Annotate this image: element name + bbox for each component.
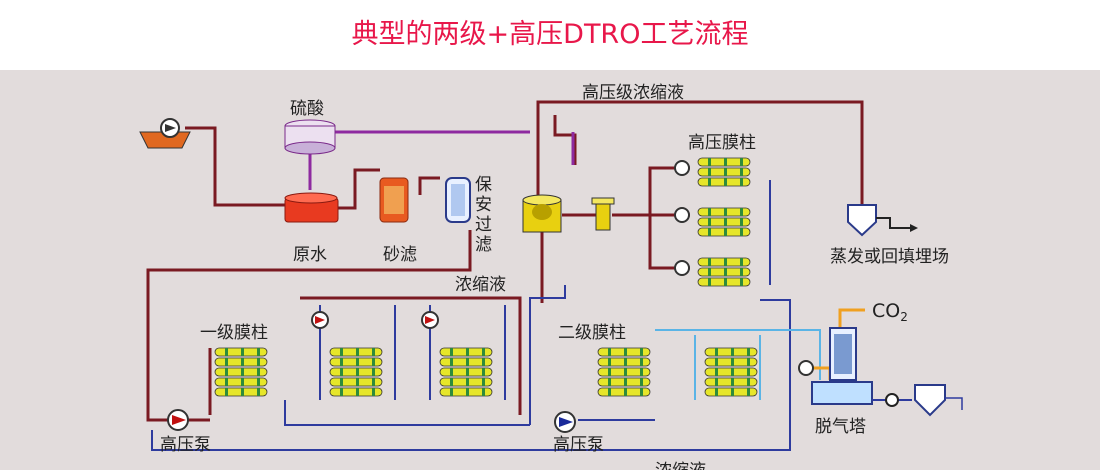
label-safety-filter-3: 过	[475, 215, 492, 235]
stage2-membrane-bank-1	[597, 347, 651, 397]
hp-membrane-bank-2	[697, 207, 751, 237]
label-hp-pump-1: 高压泵	[160, 435, 211, 455]
stage1-membrane-bank-3	[439, 347, 493, 397]
stage2-membrane-bank-2	[704, 347, 758, 397]
process-diagram: 硫酸 原水 砂滤 保 安 过 滤 高压级浓缩液 高压膜柱 蒸发或回填埋场 浓缩液…	[0, 70, 1100, 470]
label-safety-filter-2: 安	[475, 195, 492, 215]
label-evaporation: 蒸发或回填埋场	[830, 247, 949, 267]
diagram-title: 典型的两级+高压DTRO工艺流程	[351, 19, 749, 50]
raw-water-tank	[284, 192, 339, 223]
label-hp-membrane: 高压膜柱	[688, 133, 756, 153]
membrane-banks	[214, 157, 758, 397]
label-stage2-membrane: 二级膜柱	[558, 323, 626, 343]
safety-filter	[445, 177, 471, 223]
hp-feed-tank	[522, 194, 562, 233]
light-permeate-pipes	[655, 329, 821, 400]
label-raw-water: 原水	[293, 245, 327, 265]
feed-pump	[139, 118, 191, 149]
product-tank	[872, 384, 963, 417]
label-safety-filter-1: 保	[475, 175, 492, 195]
label-hp-pump-2: 高压泵	[553, 435, 604, 455]
hp-membrane-bank-3	[697, 257, 751, 287]
label-sulfuric-acid: 硫酸	[290, 99, 324, 119]
stage1-membrane-bank-2	[329, 347, 383, 397]
label-hp-concentrate: 高压级浓缩液	[582, 83, 684, 103]
hp-small-vessel	[591, 197, 615, 231]
label-concentrate-bottom: 浓缩液	[655, 461, 706, 470]
hp-pump-1	[167, 409, 189, 431]
degassing-tower	[811, 327, 873, 405]
hp-membrane-bank-1	[697, 157, 751, 187]
degassing-fan	[798, 360, 814, 376]
label-concentrate-top: 浓缩液	[455, 275, 506, 295]
label-degassing: 脱气塔	[815, 417, 866, 437]
stage1-membrane-bank-1	[214, 347, 268, 397]
label-sand-filter: 砂滤	[383, 245, 417, 265]
hp-booster-pumps	[674, 160, 690, 276]
sand-filter	[379, 177, 409, 223]
hp-pump-2	[554, 411, 576, 433]
label-safety-filter-4: 滤	[475, 235, 492, 255]
acid-pipe	[308, 130, 575, 190]
evaporation-vessel	[847, 204, 918, 237]
label-co2: CO2	[872, 300, 908, 324]
stage1-booster-pump-b	[421, 311, 439, 329]
label-stage1-membrane: 一级膜柱	[200, 323, 268, 343]
stage1-booster-pump-a	[311, 311, 329, 329]
acid-tank	[284, 119, 336, 155]
